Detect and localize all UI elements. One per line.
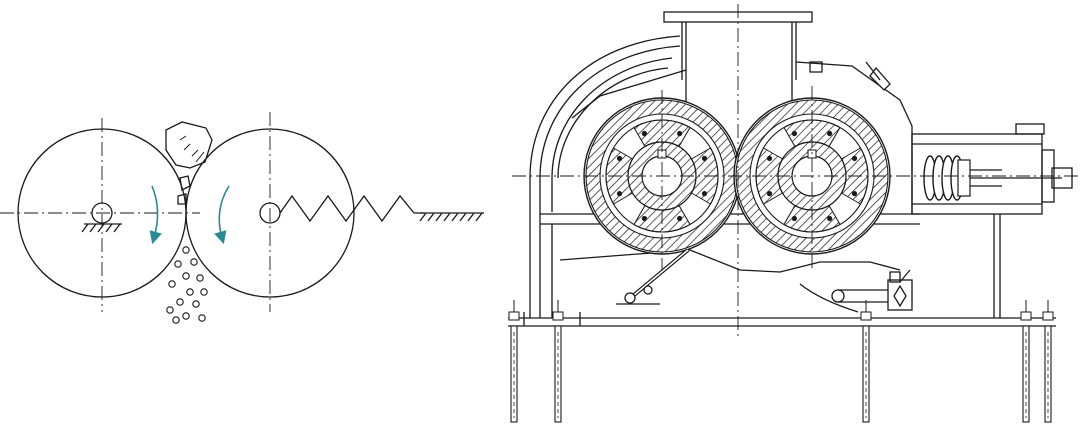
support-leg xyxy=(552,300,564,423)
left-roller-rotation-arrow xyxy=(149,185,162,245)
particle xyxy=(182,272,190,280)
particle xyxy=(200,288,208,296)
left-fixed-bearing-ground xyxy=(81,223,122,233)
particle xyxy=(190,258,198,266)
particle xyxy=(182,312,190,320)
particle xyxy=(186,288,194,296)
right-struts xyxy=(993,214,1001,318)
particle xyxy=(198,314,206,322)
support-leg xyxy=(508,300,520,423)
right-roller-rotation-arrow xyxy=(214,185,230,245)
particle xyxy=(166,306,174,314)
discharged-particles xyxy=(166,246,208,324)
crushed-fragment xyxy=(179,175,191,191)
right-movable-roller xyxy=(185,128,355,298)
support-legs xyxy=(508,300,1054,423)
spring-ground-support xyxy=(419,212,484,222)
particle xyxy=(168,280,176,288)
support-leg xyxy=(1020,300,1032,423)
support-leg xyxy=(1042,300,1054,423)
compression-spring-icon xyxy=(923,155,971,201)
particle xyxy=(196,274,204,282)
particle xyxy=(182,246,190,254)
particle xyxy=(172,316,180,324)
release-lever xyxy=(831,269,913,311)
particle xyxy=(174,260,182,268)
right-assembly xyxy=(508,4,1078,423)
crushed-fragment xyxy=(177,193,187,205)
left-centerlines xyxy=(0,112,271,312)
curved-guard xyxy=(529,35,681,318)
left-fixed-roller-shaft xyxy=(91,202,113,224)
left-schematic xyxy=(0,112,484,324)
support-leg xyxy=(860,300,872,423)
right-centerlines xyxy=(512,4,1078,338)
feed-material-lump xyxy=(165,121,213,169)
particle xyxy=(192,300,200,308)
lump-texture xyxy=(179,135,205,163)
particle xyxy=(176,298,184,306)
left-spring-icon xyxy=(279,194,424,223)
adjusting-link xyxy=(616,248,690,305)
